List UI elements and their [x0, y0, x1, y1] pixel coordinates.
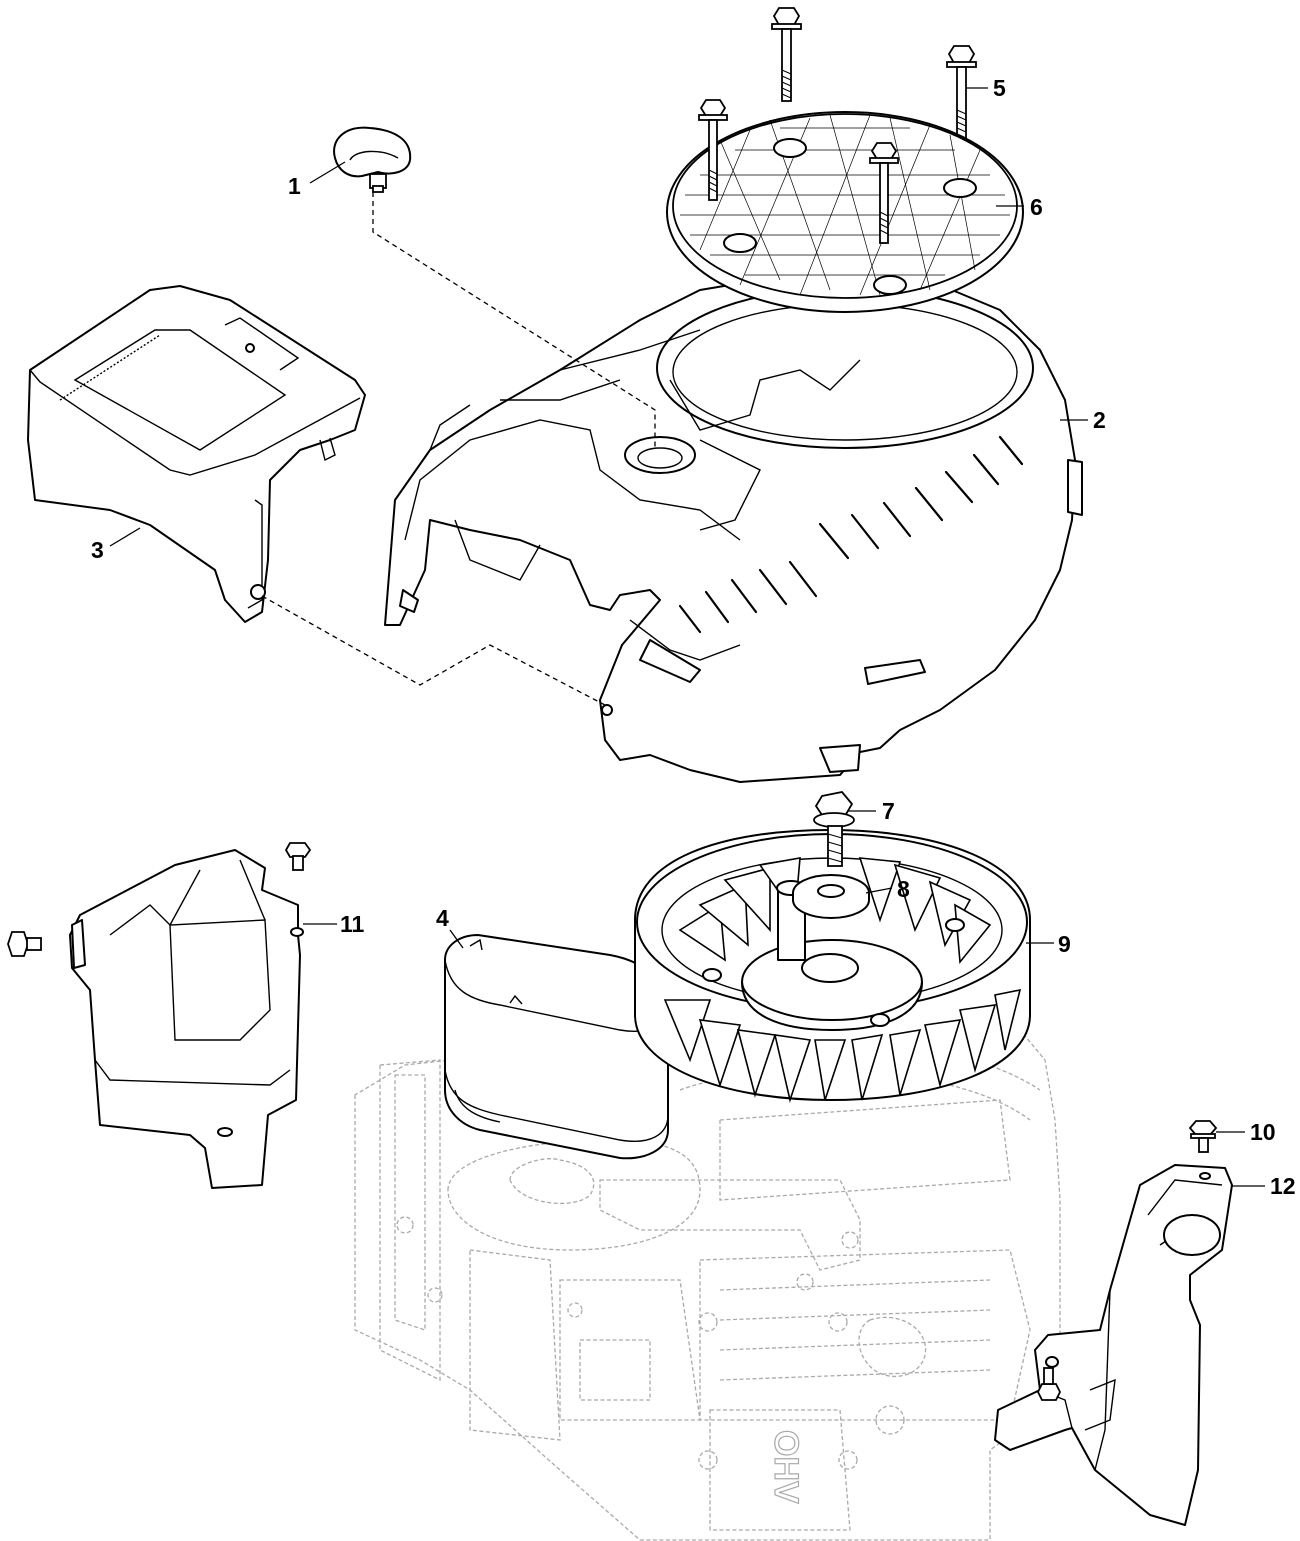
part-3-filter-cover	[27, 285, 366, 623]
part-5-bolt-set-front	[698, 99, 899, 244]
screw-icon	[7, 931, 42, 957]
callout-5: 5	[993, 75, 1006, 101]
part-1-knob	[333, 126, 412, 193]
callout-3: 3	[91, 537, 104, 563]
callout-labels: 1 2 3 4 5 6 7 8 9 10 11 12	[91, 75, 1296, 1199]
callout-12: 12	[1270, 1173, 1296, 1199]
leader-lines	[109, 87, 1265, 1187]
callout-11: 11	[340, 911, 365, 937]
bolt-icon	[771, 7, 802, 102]
screw-icon	[1036, 1367, 1062, 1401]
callout-9: 9	[1058, 931, 1071, 957]
bolt-icon	[813, 791, 855, 867]
part-6-grille-screen	[666, 111, 1024, 313]
bolt-icon	[869, 142, 899, 244]
engine-ohv-marking: OHV	[767, 1430, 805, 1504]
bolt-icon	[946, 45, 977, 146]
part-8-washer	[792, 874, 870, 919]
part-4-air-filter	[444, 934, 669, 1160]
callout-1: 1	[288, 173, 301, 199]
part-7-flywheel-bolt	[813, 791, 855, 867]
grille-pattern	[680, 114, 1010, 296]
part-2-blower-housing	[384, 277, 1083, 783]
callout-7: 7	[882, 798, 895, 824]
bolt-icon	[698, 99, 728, 201]
part-9-flywheel	[634, 829, 1031, 1103]
callout-6: 6	[1030, 194, 1043, 220]
callout-10: 10	[1250, 1119, 1276, 1145]
assembly-links	[261, 192, 656, 706]
callout-4: 4	[436, 905, 449, 931]
part-11-shroud-left	[7, 842, 312, 1189]
part-5-bolt-set	[771, 7, 977, 146]
callout-2: 2	[1093, 407, 1106, 433]
part-12-shroud-right	[994, 1120, 1233, 1526]
vent-slots	[678, 435, 1024, 634]
screw-icon	[284, 842, 312, 871]
callout-8: 8	[897, 876, 910, 902]
screw-icon	[1188, 1120, 1218, 1153]
